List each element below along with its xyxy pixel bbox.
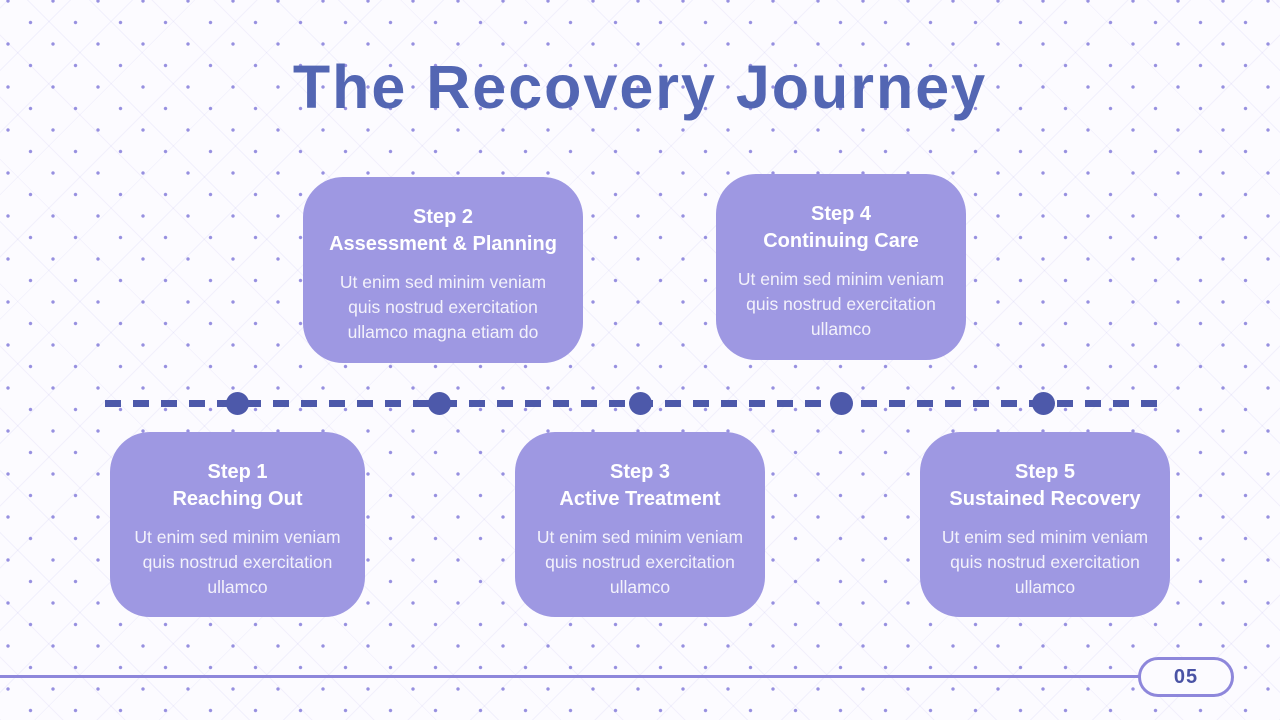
step-card-heading: Step 2 Assessment & Planning [323, 204, 563, 258]
timeline-dot-step-2 [428, 392, 451, 415]
step-name: Reaching Out [172, 488, 303, 510]
timeline-dot-step-3 [629, 392, 652, 415]
step-name: Continuing Care [763, 230, 919, 252]
step-label: Step 2 [412, 206, 474, 228]
step-description: Ut enim sed minim veniam quis nostrud ex… [941, 527, 1149, 597]
step-card-3: Step 3 Active Treatment Ut enim sed mini… [515, 432, 765, 617]
step-card-2: Step 2 Assessment & Planning Ut enim sed… [303, 177, 583, 363]
step-name: Active Treatment [559, 488, 721, 510]
step-label: Step 4 [810, 203, 872, 225]
step-label: Step 3 [609, 461, 671, 483]
page-number: 05 [1173, 665, 1199, 688]
step-card-1: Step 1 Reaching Out Ut enim sed minim ve… [110, 432, 365, 617]
step-description: Ut enim sed minim veniam quis nostrud ex… [134, 527, 341, 597]
step-card-4: Step 4 Continuing Care Ut enim sed minim… [716, 174, 966, 360]
step-description: Ut enim sed minim veniam quis nostrud ex… [536, 527, 744, 597]
step-card-5: Step 5 Sustained Recovery Ut enim sed mi… [920, 432, 1170, 617]
step-card-heading: Step 1 Reaching Out [130, 459, 345, 513]
step-card-heading: Step 5 Sustained Recovery [940, 459, 1150, 513]
step-name: Assessment & Planning [329, 233, 557, 255]
step-description: Ut enim sed minim veniam quis nostrud ex… [339, 272, 547, 342]
footer-line [0, 675, 1140, 678]
step-card-heading: Step 3 Active Treatment [535, 459, 745, 513]
step-label: Step 5 [1014, 461, 1076, 483]
step-card-heading: Step 4 Continuing Care [736, 201, 946, 255]
timeline-dot-step-1 [226, 392, 249, 415]
page-number-badge: 05 [1138, 657, 1234, 697]
timeline-dot-step-4 [830, 392, 853, 415]
step-name: Sustained Recovery [949, 488, 1141, 510]
timeline-dot-step-5 [1032, 392, 1055, 415]
step-description: Ut enim sed minim veniam quis nostrud ex… [737, 269, 945, 339]
slide-title: The Recovery Journey [292, 53, 988, 121]
step-label: Step 1 [207, 461, 268, 483]
